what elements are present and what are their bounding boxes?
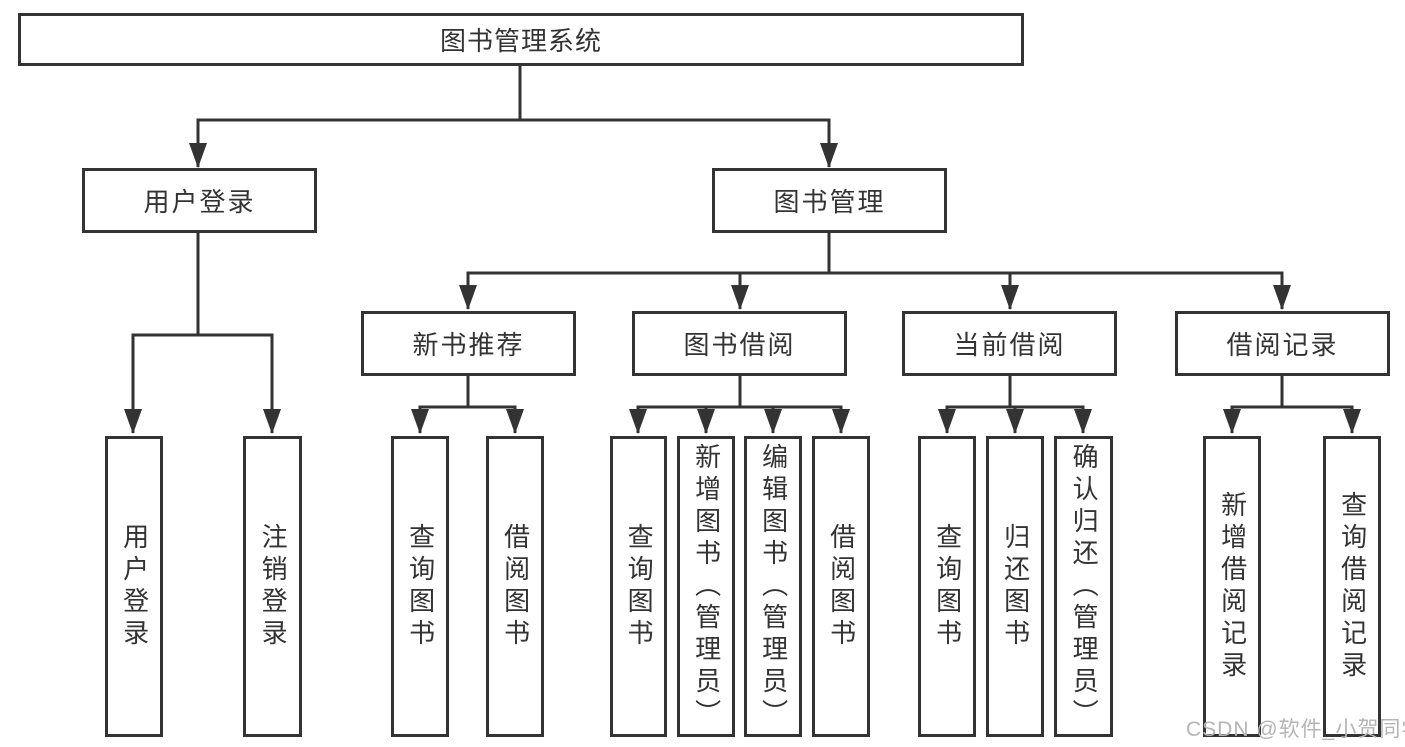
leaf-add-book-admin: 新增图书（管理员） — [677, 436, 735, 737]
leaf-borrow-books-recommend: 借阅图书 — [486, 436, 544, 737]
leaf-confirm-return-admin: 确认归还（管理员） — [1054, 436, 1113, 737]
node-book-management-label: 图书管理 — [773, 187, 886, 217]
node-new-book-recommend: 新书推荐 — [361, 311, 576, 376]
node-current-borrowing: 当前借阅 — [902, 311, 1117, 376]
leaf-query-books-borrowing: 查询图书 — [610, 436, 667, 737]
leaf-query-books-recommend-label: 查询图书 — [405, 522, 436, 651]
node-user-login-label: 用户登录 — [143, 187, 256, 217]
leaf-query-books-borrowing-label: 查询图书 — [624, 522, 655, 651]
leaf-logout: 注销登录 — [243, 436, 302, 737]
leaf-query-books-recommend: 查询图书 — [391, 436, 449, 737]
node-root-system: 图书管理系统 — [18, 13, 1024, 66]
leaf-borrow-books-recommend-label: 借阅图书 — [500, 522, 531, 651]
node-new-book-recommend-label: 新书推荐 — [412, 330, 525, 360]
node-book-borrowing: 图书借阅 — [632, 311, 847, 376]
leaf-user-login-label: 用户登录 — [119, 522, 150, 651]
leaf-borrow-books-borrowing: 借阅图书 — [812, 436, 870, 737]
leaf-user-login: 用户登录 — [105, 436, 163, 737]
leaf-query-borrow-record: 查询借阅记录 — [1323, 436, 1381, 737]
leaf-add-borrow-record-label: 新增借阅记录 — [1217, 490, 1248, 683]
leaf-query-borrow-record-label: 查询借阅记录 — [1337, 490, 1368, 683]
csdn-watermark: CSDN @软件_小贺同学 — [1186, 718, 1405, 741]
node-book-management: 图书管理 — [712, 168, 947, 233]
leaf-confirm-return-admin-label: 确认归还（管理员） — [1069, 442, 1100, 731]
leaf-add-borrow-record: 新增借阅记录 — [1203, 436, 1261, 737]
node-book-borrowing-label: 图书借阅 — [683, 330, 796, 360]
node-borrowing-records-label: 借阅记录 — [1226, 330, 1339, 360]
node-user-login: 用户登录 — [82, 168, 317, 233]
leaf-query-books-current: 查询图书 — [918, 436, 976, 737]
leaf-borrow-books-borrowing-label: 借阅图书 — [826, 522, 857, 651]
leaf-logout-label: 注销登录 — [258, 522, 289, 651]
node-root-label: 图书管理系统 — [439, 26, 602, 56]
leaf-add-book-admin-label: 新增图书（管理员） — [691, 442, 722, 731]
node-borrowing-records: 借阅记录 — [1175, 311, 1390, 376]
tree-edges — [131, 66, 1354, 433]
leaf-query-books-current-label: 查询图书 — [932, 522, 963, 651]
leaf-edit-book-admin-label: 编辑图书（管理员） — [758, 442, 789, 731]
leaf-return-book-label: 归还图书 — [1000, 522, 1031, 651]
leaf-edit-book-admin: 编辑图书（管理员） — [744, 436, 802, 737]
leaf-return-book: 归还图书 — [986, 436, 1044, 737]
node-current-borrowing-label: 当前借阅 — [953, 330, 1066, 360]
